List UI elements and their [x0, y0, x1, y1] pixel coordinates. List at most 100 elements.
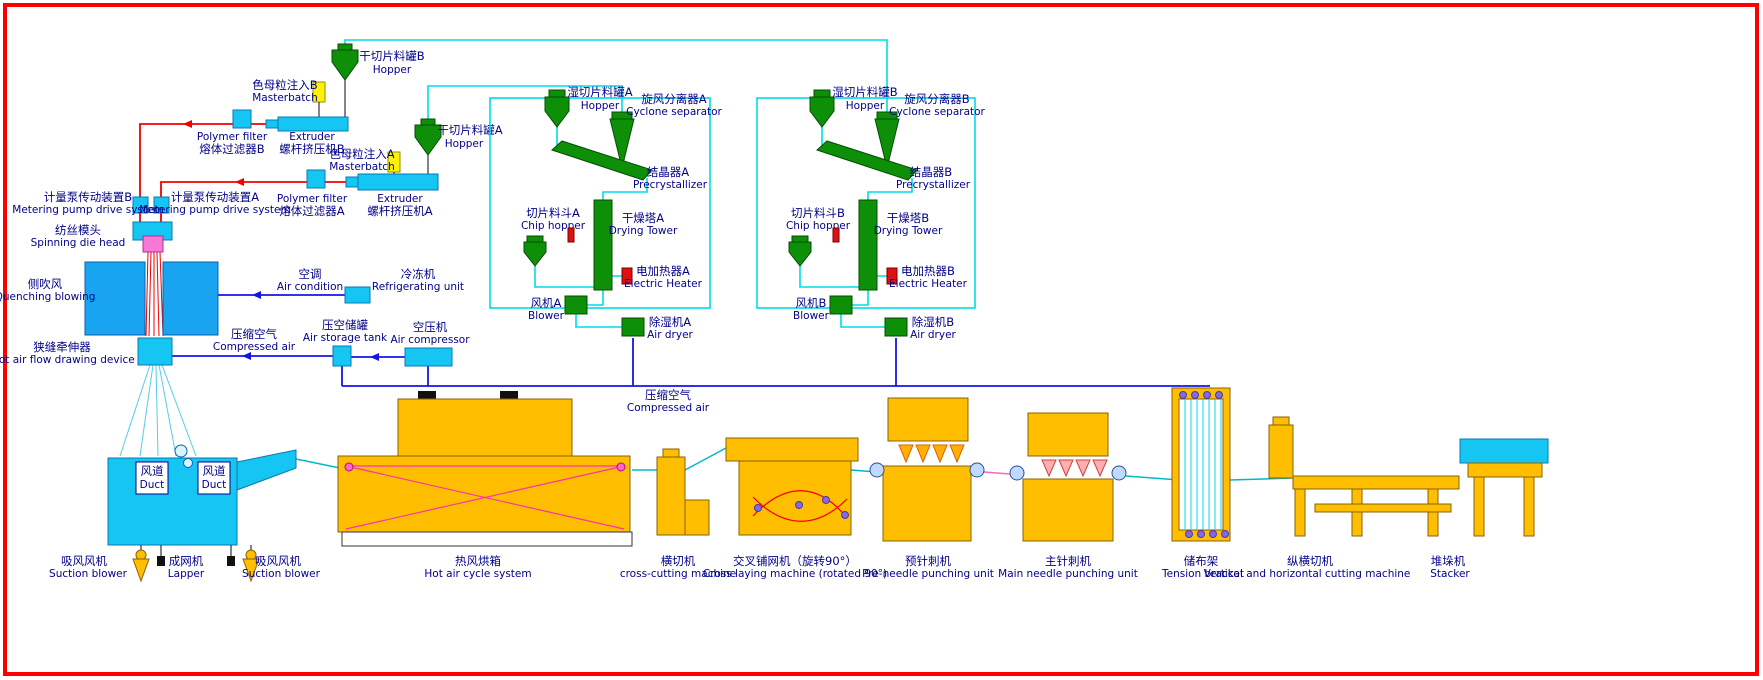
air-dryer-b-label-zh: 除湿机B: [912, 315, 954, 329]
cyclone-a-label-en: Cyclone separator: [626, 106, 722, 118]
tension-roller-dot: [1179, 391, 1187, 399]
cutter-column: [1268, 424, 1294, 479]
air-dryer-a-label-zh: 除湿机A: [649, 315, 691, 329]
lapper-incline: [236, 449, 297, 491]
chip-hopper-a-body: [523, 241, 547, 267]
electric-heater-a-label-zh: 电加热器A: [636, 264, 690, 278]
chip-hopper-b-label-zh: 切片料斗B: [791, 206, 845, 220]
polymer-filter-b-box: [232, 109, 252, 129]
precrystallizer-a-label-en: Precrystallizer: [633, 179, 708, 191]
wet-hopper-b-cap: [813, 89, 831, 98]
cross-cutting-base: [684, 499, 710, 536]
air-dryer-a-label-en: Air dryer: [647, 329, 693, 341]
cutting-machine: 纵横切机 Vertical and horizontal cutting mac…: [1204, 416, 1460, 580]
blower-a-label-zh: 风机A: [531, 296, 562, 310]
rotary-valve-b: [832, 227, 840, 243]
polymer-filter-b: Polymer filter 熔体过滤器B: [197, 109, 268, 156]
electric-heater-b-box: [886, 267, 898, 285]
oven-label-zh: 热风烘箱: [455, 554, 501, 568]
hopper-a-body: [414, 124, 442, 156]
cross-laying-roller-dot: [841, 511, 849, 519]
masterbatch-b: 色母粒注入B Masterbatch: [252, 78, 326, 117]
tension-bracket-festoons: [1184, 399, 1222, 530]
cross-laying-machine: 交叉铺网机（旋转90°） Cross laying machine (rotat…: [703, 437, 887, 580]
main-needle-label-zh: 主针刺机: [1045, 554, 1091, 568]
drying-tower-a-label-zh: 干燥塔A: [622, 211, 664, 225]
extruder-a-label-zh: 螺杆挤压机A: [367, 204, 432, 218]
air-compressor: 空压机 Air compressor: [390, 320, 470, 367]
stacker-label-en: Stacker: [1430, 568, 1470, 580]
duct-box-left: [135, 461, 169, 495]
chip-hopper-b-label-en: Chip hopper: [786, 220, 851, 232]
cross-laying-label-en: Cross laying machine (rotated 90°): [703, 568, 887, 580]
cold-air-arrow: [252, 291, 261, 299]
electric-heater-a-box: [621, 267, 633, 285]
cutter-shelf: [1314, 503, 1452, 513]
hopper-b-label-en: Hopper: [373, 64, 412, 76]
suction-blower-right-cone: [242, 558, 260, 583]
compressed-air-arrow-left: [242, 352, 251, 360]
air-storage-tank: 压空储罐 Air storage tank: [303, 318, 388, 367]
cross-laying-roller-dot: [822, 496, 830, 504]
drying-system-b: 湿切片料罐B Hopper 旋风分离器B Cyclone separator 结…: [756, 85, 986, 341]
lapper-label-en: Lapper: [168, 568, 205, 580]
duct-left-label-en: Duct: [140, 479, 165, 491]
compressed-air-main: 压缩空气 Compressed air: [627, 388, 710, 414]
tension-roller-dot: [1185, 530, 1193, 538]
wet-hopper-a-label-en: Hopper: [581, 100, 620, 112]
system-b-enclosure: [756, 97, 976, 309]
slot-device-label-en: Slot air flow drawing device: [0, 354, 135, 366]
melt-line-b: [139, 123, 266, 222]
metering-pump-a-box: [153, 196, 170, 214]
masterbatch-a-label-en: Masterbatch: [329, 161, 395, 173]
cyclone-b-label-zh: 旋风分离器B: [904, 92, 969, 106]
pre-needle-punching-unit: 预针刺机 Pre-needle punching unit: [862, 397, 994, 580]
filament-lines: [145, 251, 164, 337]
main-needle-punching-unit: 主针刺机 Main needle punching unit: [998, 412, 1138, 580]
stacker-leg: [1473, 476, 1485, 537]
suction-blower-right-label-zh: 吸风风机: [255, 554, 301, 568]
air-storage-tank-box: [332, 345, 352, 367]
precrystallizer-a-body: [551, 140, 653, 181]
metering-pump-a-label-zh: 计量泵传动装置A: [171, 190, 259, 204]
blower-a-box: [564, 295, 588, 315]
air-compressor-label-zh: 空压机: [413, 320, 448, 334]
air-dryer-b-label-en: Air dryer: [910, 329, 956, 341]
extruder-b-barrel: [277, 116, 349, 132]
electric-heater-a-label-en: Electric Heater: [624, 278, 703, 290]
air-dryer-b-box: [884, 317, 908, 337]
chip-hopper-a-label-zh: 切片料斗A: [526, 206, 580, 220]
lapper-roller-bottom: [183, 458, 193, 468]
drying-tower-b-label-zh: 干燥塔B: [887, 211, 929, 225]
cross-laying-beam: [725, 437, 859, 462]
air-dryer-a-box: [621, 317, 645, 337]
masterbatch-a: 色母粒注入A Masterbatch: [329, 147, 401, 174]
tension-bracket-label-en: Tension bracket: [1161, 568, 1244, 580]
drying-tower-b-body: [858, 199, 878, 291]
quenching-label-zh: 侧吹风: [28, 277, 63, 291]
pre-needle-boards: [898, 444, 965, 464]
precrystallizer-b-label-zh: 结晶器B: [910, 165, 952, 179]
electric-heater-b-label-zh: 电加热器B: [901, 264, 955, 278]
lapper-roller-top: [174, 444, 188, 458]
electric-heater-b-label-en: Electric Heater: [889, 278, 968, 290]
pre-needle-roller-in: [869, 462, 885, 478]
tension-roller-dot: [1209, 530, 1217, 538]
compressed-air-arrow-mid: [370, 353, 379, 361]
masterbatch-a-label-zh: 色母粒注入A: [329, 147, 394, 161]
slot-device-box: [137, 337, 173, 366]
air-condition-label-en: Air condition: [277, 281, 343, 293]
stacker-label-zh: 堆垛机: [1431, 554, 1466, 568]
system-a-pipes: [534, 127, 648, 328]
tension-roller-dot: [1191, 391, 1199, 399]
pre-needle-label-zh: 预针刺机: [905, 554, 951, 568]
hopper-b-cap: [337, 43, 353, 51]
tension-roller-dot: [1215, 391, 1223, 399]
lapper-stems: [140, 545, 252, 556]
cyclone-b-cone: [874, 118, 900, 169]
metering-pump-b-label-en: Metering pump drive system: [12, 204, 163, 216]
stacker-leg: [1523, 476, 1535, 537]
extruder-a: Extruder 螺杆挤压机A: [345, 173, 439, 218]
air-condition-label-zh: 空调: [299, 267, 322, 281]
